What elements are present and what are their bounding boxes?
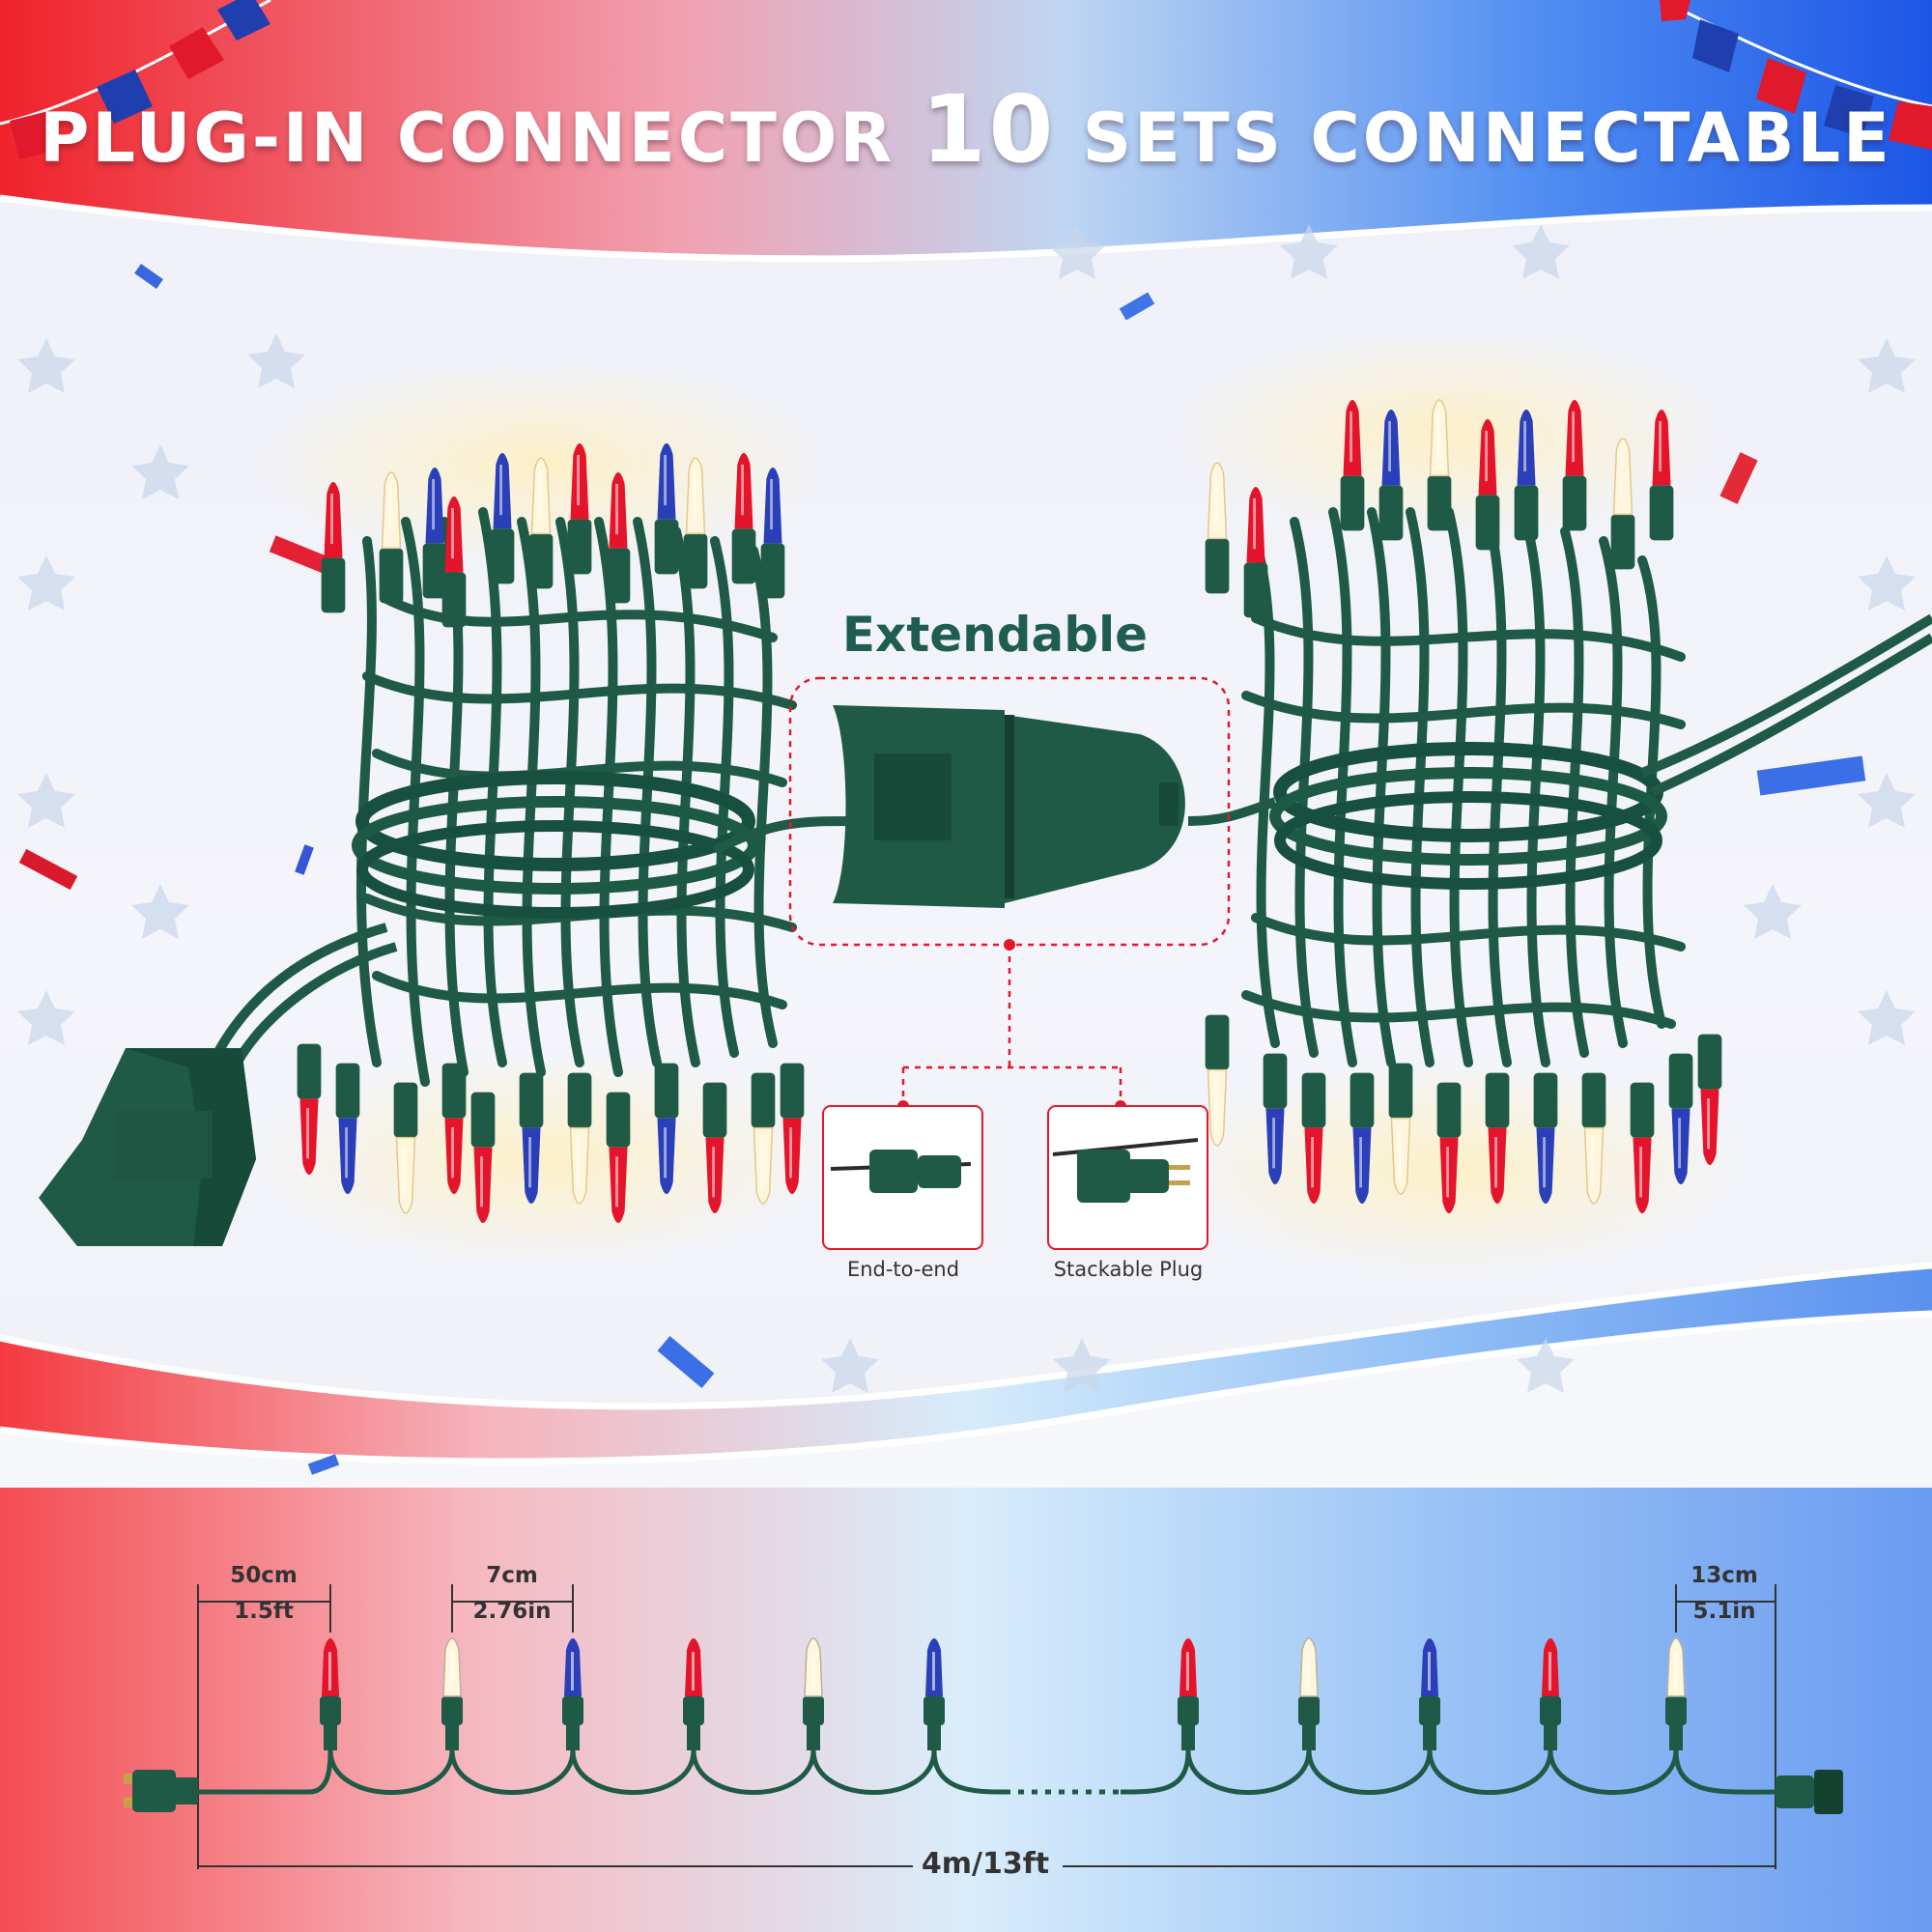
bulb xyxy=(780,1063,805,1194)
diagram-bulb-clear xyxy=(1298,1637,1320,1750)
diagram-bulb-red xyxy=(320,1638,341,1750)
diagram-bulb-blue xyxy=(1419,1638,1440,1750)
bulb xyxy=(1350,1072,1375,1204)
diagram-bulb-clear xyxy=(1665,1637,1687,1750)
bulb xyxy=(1610,438,1635,570)
bulb xyxy=(1388,1063,1413,1195)
bulb xyxy=(606,1092,631,1223)
diagram-bulb-red xyxy=(1178,1638,1199,1750)
bulb xyxy=(441,1063,467,1194)
bulb xyxy=(731,453,756,584)
inset-caption-end-to-end: End-to-end xyxy=(846,1258,960,1281)
bulb xyxy=(321,482,346,613)
bulb-spacing-in: 2.76in xyxy=(472,1599,552,1624)
bulb xyxy=(1378,410,1404,541)
bulb xyxy=(1301,1072,1326,1204)
diagram-bulb-blue xyxy=(923,1638,945,1750)
bulb xyxy=(441,497,467,628)
bulb xyxy=(1485,1072,1510,1204)
bulb xyxy=(393,1082,418,1214)
diagram-bulb-red xyxy=(1540,1638,1561,1750)
headline-number: 10 xyxy=(921,75,1057,184)
bulb xyxy=(1562,400,1587,531)
bulb xyxy=(335,1063,360,1194)
lead-length-ft: 1.5ft xyxy=(234,1599,294,1624)
bulb xyxy=(379,471,404,604)
bulb xyxy=(1436,1082,1462,1213)
bulb xyxy=(567,443,592,575)
bulb xyxy=(519,1072,544,1204)
headline-part1: PLUG-IN CONNECTOR xyxy=(40,99,895,178)
bulb xyxy=(702,1082,727,1213)
tail-length-in: 5.1in xyxy=(1692,1599,1756,1624)
bulb xyxy=(1649,410,1674,541)
bulb xyxy=(567,1072,592,1205)
bulb xyxy=(654,443,679,575)
diagram-bulb-blue xyxy=(562,1638,583,1750)
bulb xyxy=(1581,1072,1606,1205)
bulb xyxy=(683,457,708,589)
lead-length-cm: 50cm xyxy=(230,1563,298,1588)
bulb xyxy=(470,1092,496,1223)
headline: PLUG-IN CONNECTOR 10 SETS CONNECTABLE xyxy=(0,75,1932,184)
extendable-label: Extendable xyxy=(841,607,1149,663)
diagram-bulb-clear xyxy=(441,1637,463,1750)
bulb xyxy=(760,468,785,599)
bulb xyxy=(1514,410,1539,541)
diagram-bulb-red xyxy=(683,1638,704,1750)
female-end xyxy=(1776,1770,1843,1814)
bulb xyxy=(1243,487,1268,618)
bulb xyxy=(490,453,515,584)
bulb xyxy=(1205,462,1230,594)
tail-length-cm: 13cm xyxy=(1690,1563,1758,1588)
inset-caption-stackable-plug: Stackable Plug xyxy=(1053,1258,1204,1281)
headline-part2: SETS CONNECTABLE xyxy=(1082,99,1892,178)
bulb xyxy=(1630,1082,1655,1213)
bulb xyxy=(1263,1053,1288,1184)
bulb xyxy=(1340,400,1365,531)
bulb xyxy=(1205,1014,1230,1147)
bulb xyxy=(1697,1034,1722,1165)
bulb xyxy=(751,1072,776,1205)
bulb xyxy=(1668,1053,1693,1184)
bulb xyxy=(1427,399,1452,531)
bulb xyxy=(1475,419,1500,551)
bulb xyxy=(654,1063,679,1194)
male-plug xyxy=(124,1770,198,1812)
total-length: 4m/13ft xyxy=(921,1847,1050,1881)
bulb xyxy=(606,472,631,604)
bulb xyxy=(1533,1072,1558,1204)
diagram-bulb-clear xyxy=(803,1637,824,1750)
dimension-lines xyxy=(197,1584,1776,1869)
bulb-spacing-cm: 7cm xyxy=(486,1563,538,1588)
bulb xyxy=(297,1043,322,1175)
bulb xyxy=(528,457,554,589)
bulb xyxy=(422,468,447,599)
